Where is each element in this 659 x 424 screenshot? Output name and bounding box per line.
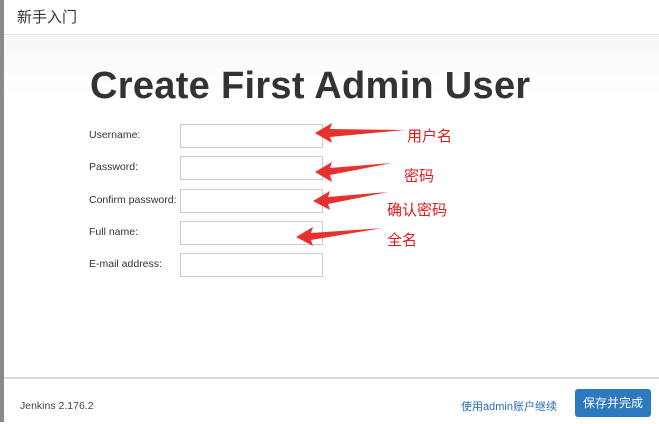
dialog-header: 新手入门 [4, 0, 659, 35]
email-input[interactable] [180, 253, 323, 277]
dialog-title: 新手入门 [17, 9, 78, 26]
email-label: E-mail address: [89, 258, 162, 270]
confirm-password-label: Confirm password: [89, 194, 177, 206]
password-input[interactable] [180, 156, 323, 180]
version-label: Jenkins 2.176.2 [20, 400, 94, 412]
password-label: Password: [89, 161, 139, 173]
dialog-footer: Jenkins 2.176.2 使用admin账户继续 保存并完成 [4, 377, 659, 424]
annotation-password: 密码 [404, 168, 435, 185]
username-input[interactable] [180, 124, 323, 148]
window-edge [0, 0, 4, 422]
full-name-input[interactable] [180, 221, 323, 245]
annotation-username: 用户名 [407, 128, 453, 145]
save-and-finish-button[interactable]: 保存并完成 [575, 389, 651, 417]
annotation-confirm-password: 确认密码 [387, 202, 448, 219]
arrow-confirm [313, 191, 388, 210]
confirm-password-input[interactable] [180, 189, 323, 213]
arrow-password [315, 162, 392, 182]
page-title: Create First Admin User [90, 65, 531, 107]
annotation-full-name: 全名 [387, 232, 418, 249]
arrow-fullname [296, 227, 383, 246]
full-name-label: Full name: [89, 226, 139, 238]
continue-as-admin-link[interactable]: 使用admin账户继续 [461, 401, 557, 413]
arrow-username [315, 123, 405, 143]
dialog-body: Create First Admin User [4, 35, 659, 377]
username-label: Username: [89, 129, 141, 141]
